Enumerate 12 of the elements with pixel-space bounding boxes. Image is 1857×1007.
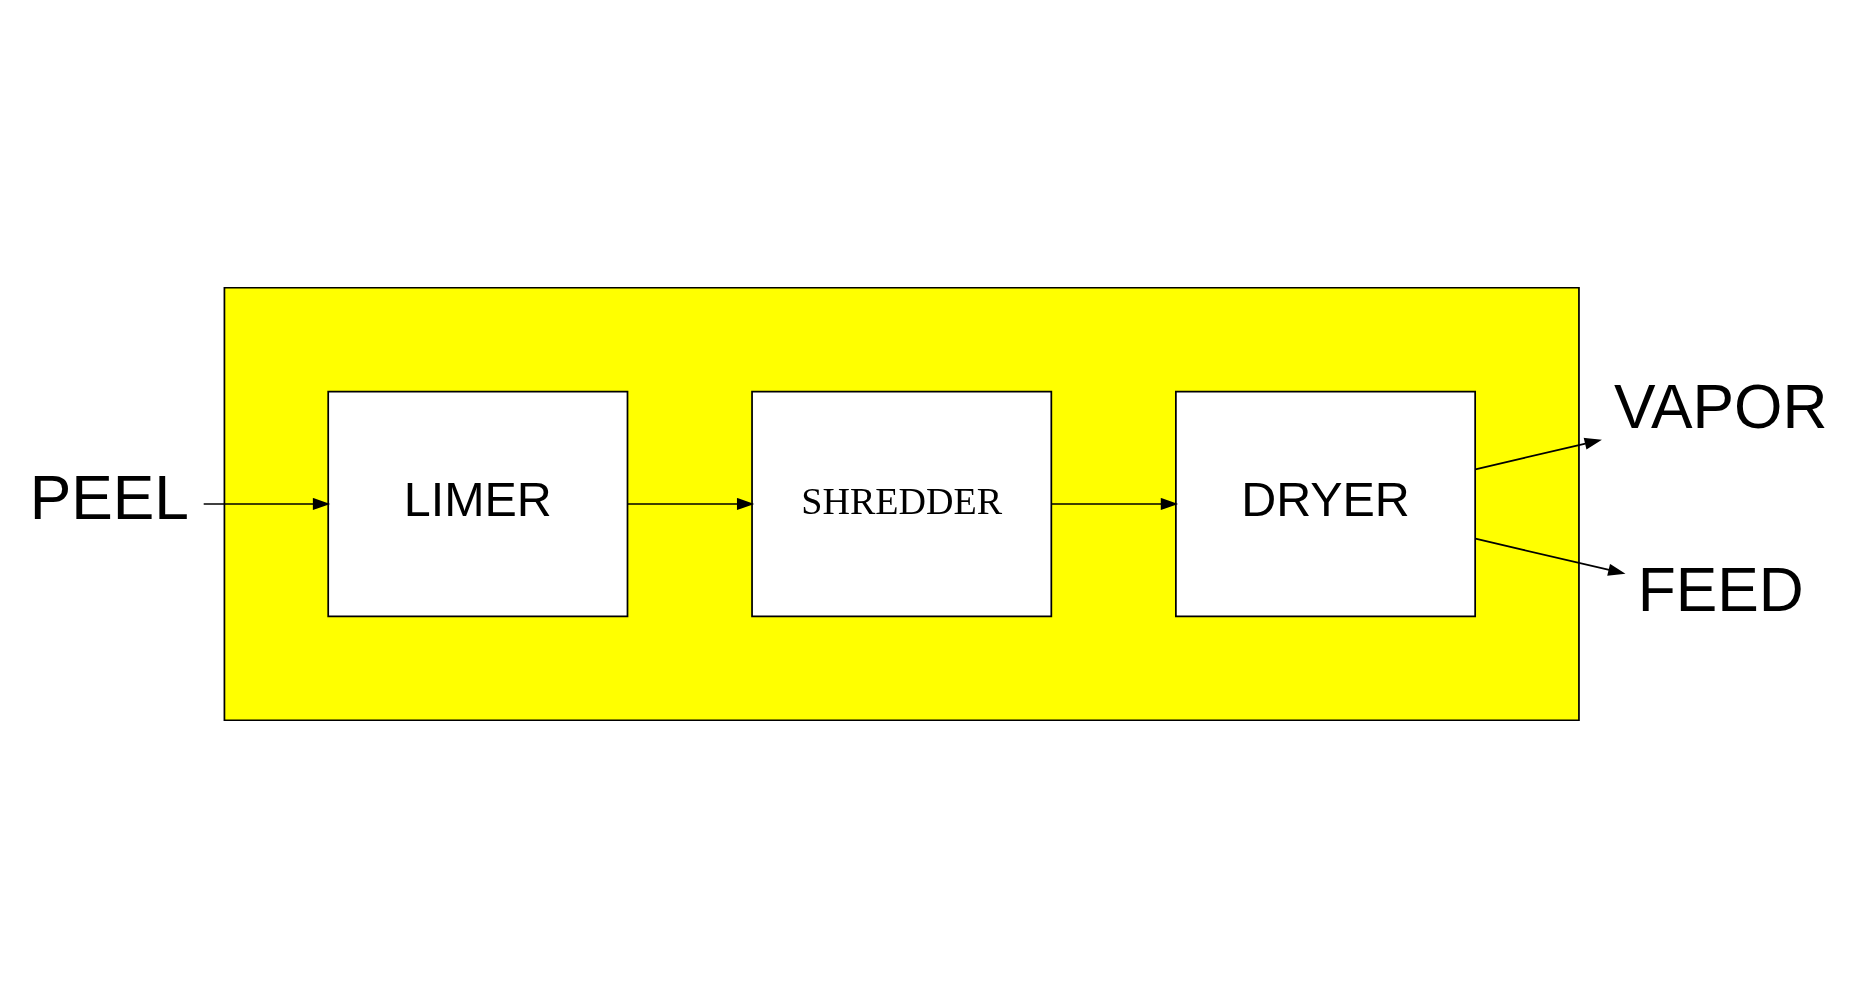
arrow xyxy=(1050,497,1179,510)
arrow xyxy=(202,497,331,510)
node-box: SHREDDER xyxy=(751,390,1053,617)
node-text: PEEL xyxy=(29,462,189,532)
arrow xyxy=(1474,537,1626,576)
node-box: LIMER xyxy=(327,390,629,617)
node-box: DRYER xyxy=(1175,390,1477,617)
cluster xyxy=(223,286,1580,721)
node-text: FEED xyxy=(1637,554,1804,624)
arrow xyxy=(626,497,755,510)
arrow xyxy=(1474,437,1602,470)
node-text: VAPOR xyxy=(1614,371,1828,441)
